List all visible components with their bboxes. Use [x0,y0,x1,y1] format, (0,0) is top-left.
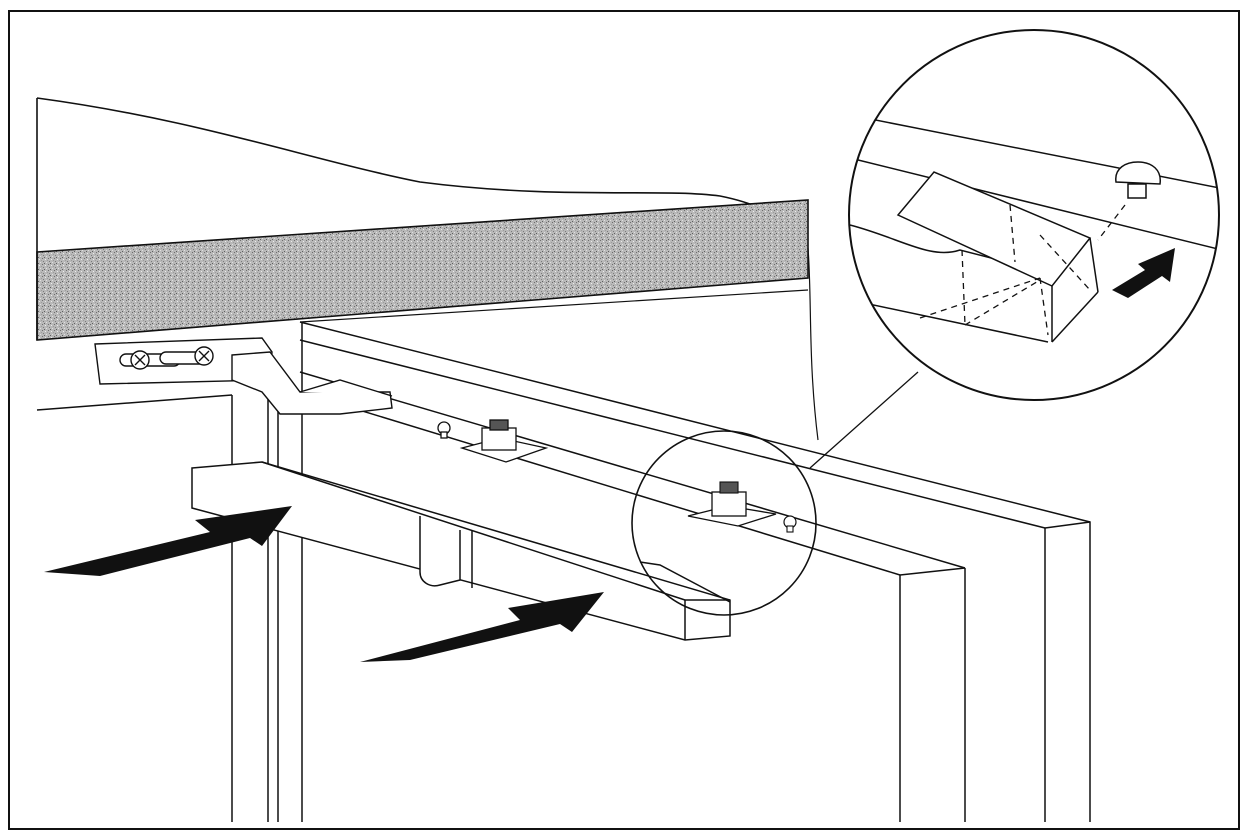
figure-border [8,10,1240,830]
clip-icon [437,419,549,463]
plug-cap-icon [1115,161,1161,199]
arrow-left-2 [360,592,604,662]
arrow-detail [1112,248,1175,298]
hinge-bracket-icon [94,337,393,415]
arrow-left-1 [44,506,292,576]
detail-circle [848,29,1220,401]
worktop [36,97,819,441]
drawer-rail [191,461,731,641]
magnifier-circle [631,371,919,616]
